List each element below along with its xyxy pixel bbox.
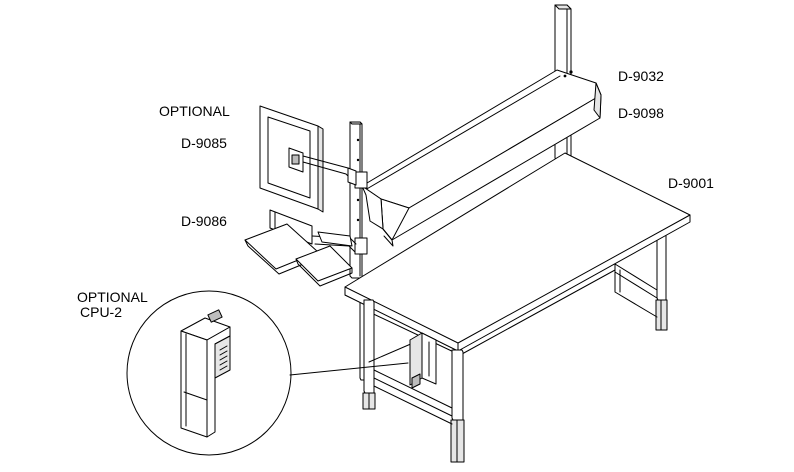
keyboard-tray-arm <box>244 209 357 287</box>
cpu-detail-callout <box>126 290 409 456</box>
label-optional-cpu: OPTIONAL <box>77 289 148 305</box>
label-d9085: D-9085 <box>181 135 227 151</box>
label-d9032: D-9032 <box>618 68 664 84</box>
label-cpu2: CPU-2 <box>80 304 123 320</box>
work-table <box>344 152 691 463</box>
label-d9001: D-9001 <box>668 175 714 191</box>
overhead-shelf <box>361 69 602 247</box>
label-d9098: D-9098 <box>618 105 664 121</box>
label-d9086: D-9086 <box>181 213 227 229</box>
label-optional-monitor: OPTIONAL <box>159 103 230 119</box>
left-upright-post <box>349 121 368 279</box>
monitor-arm <box>259 105 357 213</box>
